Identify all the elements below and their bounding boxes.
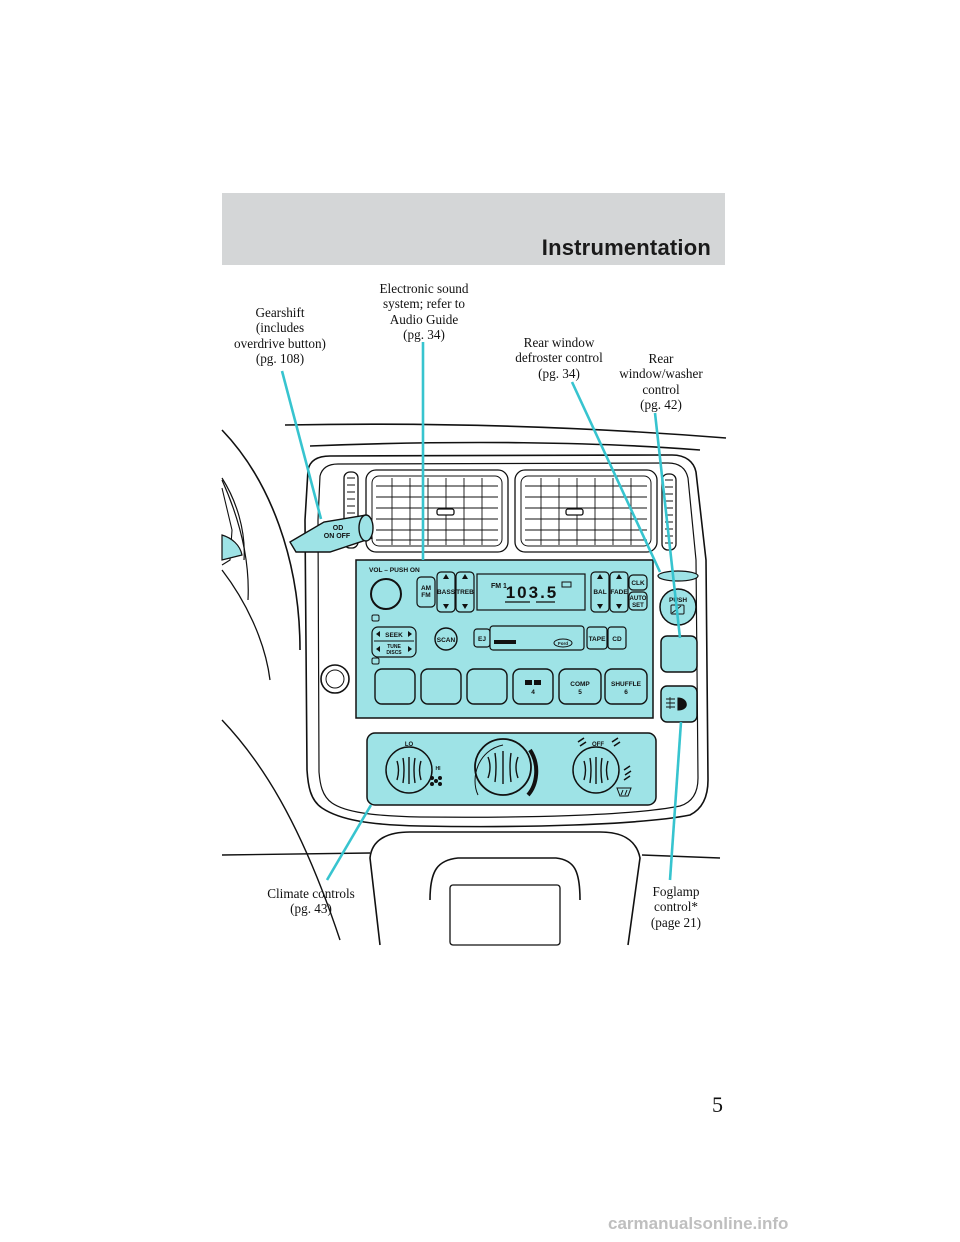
comp-button[interactable] xyxy=(558,668,602,705)
clock-label: CLK xyxy=(631,580,645,587)
preset-4-label: 4 xyxy=(531,689,535,696)
auto-set-button[interactable] xyxy=(628,591,648,611)
treble-label: TREB xyxy=(456,589,474,596)
tape-button[interactable] xyxy=(586,626,608,650)
seek-label: SEEK xyxy=(385,632,403,639)
clock-button[interactable] xyxy=(628,574,648,591)
callout-rear-washer: Rear window/washer control (pg. 42) xyxy=(619,351,703,413)
preset-2-button[interactable] xyxy=(420,668,462,705)
fade-button[interactable] xyxy=(609,571,629,613)
auto-label: AUTO xyxy=(630,596,647,602)
comp-number: 5 xyxy=(578,689,582,696)
gearshift-lever[interactable]: OD ON OFF xyxy=(221,514,374,561)
bass-label: BASS xyxy=(437,589,456,596)
callout-foglamp: Foglamp control* (page 21) xyxy=(650,884,702,930)
balance-button[interactable] xyxy=(590,571,610,613)
radio-display xyxy=(476,573,586,611)
seek-tune-rocker[interactable] xyxy=(371,626,417,658)
tape-slot[interactable] xyxy=(489,625,585,651)
callout-rear-defroster: Rear window defroster control (pg. 34) xyxy=(515,335,603,381)
rear-washer-button[interactable] xyxy=(660,635,698,673)
audio-unit: VOL – PUSH ON AM FM BASS TREB FM 1 103.5… xyxy=(355,559,654,719)
right-air-vent[interactable] xyxy=(514,469,677,553)
section-title: Instrumentation xyxy=(541,235,711,260)
balance-label: BAL xyxy=(593,589,606,596)
lo-label: LO xyxy=(405,742,414,748)
shuffle-button[interactable] xyxy=(604,668,648,705)
defroster-indicator xyxy=(657,570,699,582)
header-band: Instrumentation xyxy=(222,193,725,265)
page-number: 5 xyxy=(712,1092,723,1117)
fm-label: FM xyxy=(421,592,430,599)
od-label: OD xyxy=(333,525,344,532)
fade-label: FADE xyxy=(610,589,628,596)
tape-label: TAPE xyxy=(589,636,607,643)
push-label: PUSH xyxy=(669,597,687,604)
frequency-readout: 103.5 xyxy=(506,583,559,602)
cd-button[interactable] xyxy=(607,626,627,650)
off-label: OFF xyxy=(592,742,604,748)
set-label: SET xyxy=(632,603,644,609)
band-indicator: FM 1 xyxy=(491,583,507,590)
watermark: carmanualsonline.info xyxy=(608,1214,789,1233)
fan-icon xyxy=(430,776,442,786)
ford-logo-text: Ford xyxy=(558,641,568,646)
scan-label: SCAN xyxy=(437,637,456,644)
treble-button[interactable] xyxy=(455,571,475,613)
comp-label: COMP xyxy=(570,681,590,688)
callout-leaders xyxy=(280,342,683,881)
tune-label: TUNE xyxy=(387,644,401,650)
volume-label: VOL – PUSH ON xyxy=(369,567,420,574)
hi-label: HI xyxy=(436,766,442,772)
eject-label: EJ xyxy=(478,636,486,643)
right-control-stack: PUSH xyxy=(657,570,699,723)
preset-4-button[interactable] xyxy=(512,668,554,705)
discs-label: DISCS xyxy=(386,650,402,656)
volume-knob[interactable] xyxy=(370,578,402,610)
bass-button[interactable] xyxy=(436,571,456,613)
preset-3-button[interactable] xyxy=(466,668,508,705)
ford-logo-icon xyxy=(553,638,573,648)
climate-panel: LO HI OFF xyxy=(366,732,657,806)
od-onoff-label: ON OFF xyxy=(324,533,351,540)
foglamp-icon xyxy=(666,697,687,711)
am-fm-button[interactable] xyxy=(416,576,436,608)
shuffle-number: 6 xyxy=(624,689,628,696)
am-label: AM xyxy=(421,585,431,592)
shuffle-label: SHUFFLE xyxy=(611,681,642,688)
windshield-defrost-icon xyxy=(616,787,632,797)
preset-1-button[interactable] xyxy=(374,668,416,705)
cd-label: CD xyxy=(612,636,622,643)
callout-sound-system: Electronic sound system; refer to Audio … xyxy=(379,281,469,343)
scan-button[interactable] xyxy=(434,627,458,651)
callout-gearshift: Gearshift (includes overdrive button) (p… xyxy=(234,305,326,367)
callout-climate: Climate controls (pg. 43) xyxy=(267,886,355,917)
